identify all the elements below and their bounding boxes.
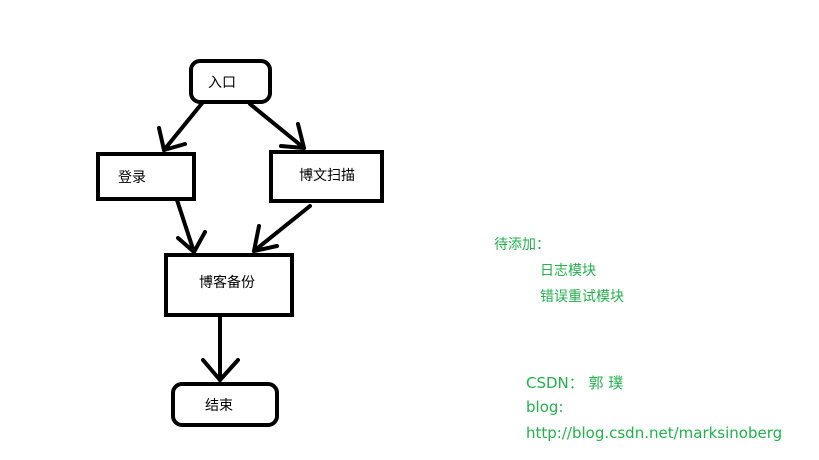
note-item-retry-module: 错误重试模块 bbox=[540, 289, 624, 305]
node-entry: 入口 bbox=[189, 59, 272, 104]
node-end: 结束 bbox=[171, 382, 279, 427]
note-item-log-module: 日志模块 bbox=[540, 263, 596, 279]
credit-csdn-author: CSDN： 郭 璞 bbox=[526, 374, 624, 392]
node-end-label: 结束 bbox=[205, 398, 233, 414]
node-login-label: 登录 bbox=[118, 170, 146, 186]
arrow-entry-to-login bbox=[157, 100, 205, 152]
node-login: 登录 bbox=[96, 152, 196, 201]
node-blog-scan-label: 博文扫描 bbox=[299, 167, 355, 184]
credit-blog-label: blog: bbox=[526, 398, 564, 416]
node-entry-label: 入口 bbox=[208, 75, 236, 91]
arrow-blog-scan-to-blog-backup bbox=[252, 204, 312, 253]
notes-heading: 待添加： bbox=[494, 237, 550, 253]
arrow-blog-backup-to-end bbox=[201, 315, 240, 382]
node-blog-backup: 博客备份 bbox=[164, 253, 294, 317]
node-blog-scan: 博文扫描 bbox=[269, 150, 384, 203]
arrow-login-to-blog-backup bbox=[175, 198, 207, 254]
arrow-entry-to-blog-scan bbox=[248, 102, 306, 150]
credit-blog-url: http://blog.csdn.net/marksinoberg bbox=[526, 424, 783, 442]
node-blog-backup-label: 博客备份 bbox=[199, 274, 255, 291]
